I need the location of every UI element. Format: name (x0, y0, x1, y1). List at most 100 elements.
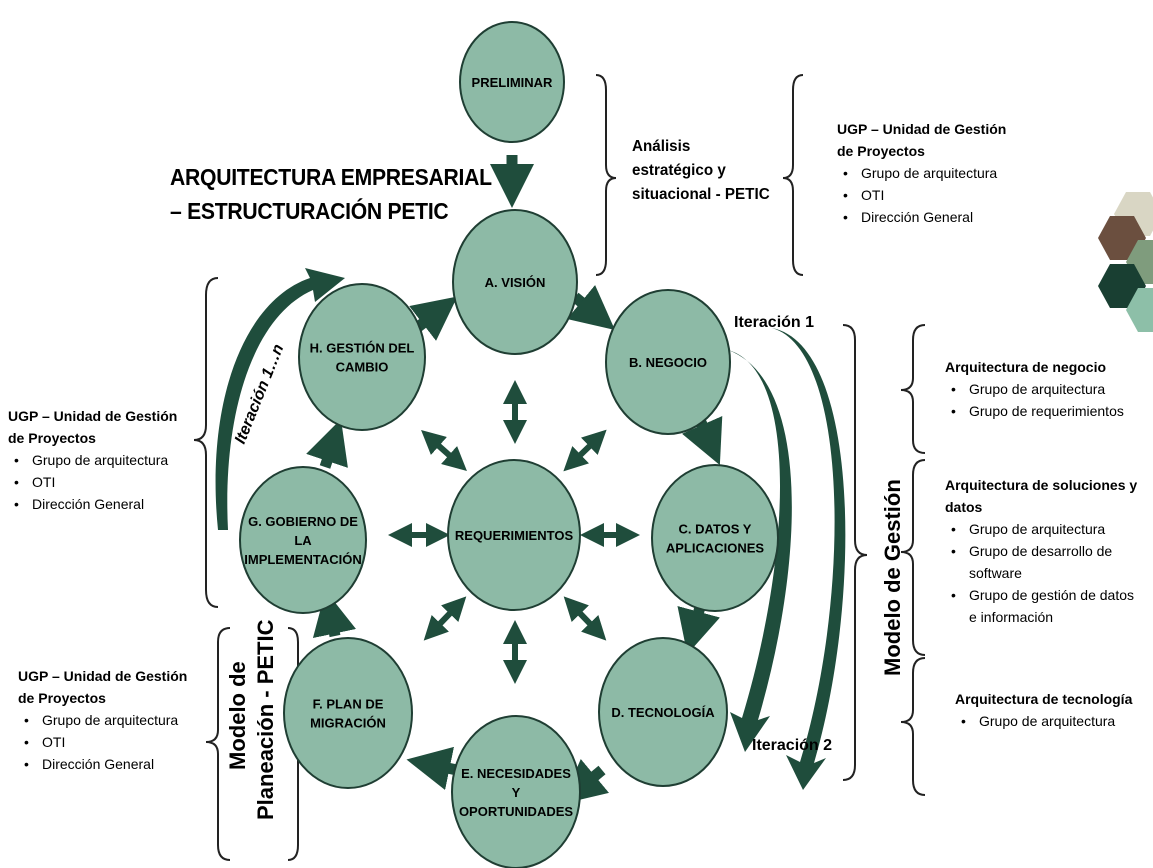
node-vision-label: A. VISIÓN (485, 275, 546, 290)
group-title: UGP – Unidad de Gestión de Proyectos (18, 665, 187, 709)
group-title-line: de Proyectos (8, 430, 96, 446)
node-gobierno: G. GOBIERNO DE LA IMPLEMENTACIÓN (239, 466, 367, 614)
arrow-gobierno-cambio (306, 419, 348, 469)
group-left: UGP – Unidad de Gestión de Proyectos Gru… (8, 405, 177, 515)
title-line-1: ARQUITECTURA EMPRESARIAL (170, 164, 492, 190)
list-item: OTI (8, 471, 177, 493)
node-preliminar: PRELIMINAR (459, 21, 565, 143)
group-title: Arquitectura de soluciones y datos (945, 474, 1137, 518)
node-gobierno-label: IMPLEMENTACIÓN (244, 552, 361, 567)
brace-soluciones (900, 459, 926, 656)
list-item: Grupo de arquitectura (18, 709, 187, 731)
node-plan-label: MIGRACIÓN (310, 716, 386, 731)
arrow-negocio-datos (682, 416, 723, 466)
group-list: Grupo de arquitectura Grupo de requerimi… (945, 378, 1124, 422)
group-negocio: Arquitectura de negocio Grupo de arquite… (945, 356, 1124, 422)
iteracion-1-arrow (728, 350, 792, 752)
group-title: UGP – Unidad de Gestión de Proyectos (837, 118, 1006, 162)
node-gobierno-label: G. GOBIERNO DE (248, 514, 358, 529)
list-item: Dirección General (837, 206, 1006, 228)
list-item: Grupo de arquitectura (945, 378, 1124, 400)
group-title-line: Arquitectura de soluciones y (945, 477, 1138, 493)
group-title: UGP – Unidad de Gestión de Proyectos (8, 405, 177, 449)
modelo-gestion-label: Modelo de Gestión (880, 479, 905, 676)
list-item: Grupo de arquitectura (945, 518, 1137, 540)
hex-mint (1126, 288, 1153, 332)
node-negocio: B. NEGOCIO (605, 289, 731, 435)
node-preliminar-circle (459, 21, 565, 143)
node-requerimientos-label: REQUERIMIENTOS (455, 528, 574, 543)
brace-negocio (900, 324, 926, 454)
list-item: Grupo de arquitectura (955, 710, 1132, 732)
group-list: Grupo de arquitectura (955, 710, 1132, 732)
group-list: Grupo de arquitectura OTI Dirección Gene… (837, 162, 1006, 228)
node-necesidades-label: Y (512, 785, 521, 800)
list-item: Dirección General (18, 753, 187, 775)
node-necesidades: E. NECESIDADES Y OPORTUNIDADES (451, 715, 581, 868)
node-requerimientos-circle (447, 459, 581, 611)
analisis-line-1: Análisis (632, 138, 691, 155)
analisis-line-3: situacional - PETIC (632, 186, 770, 203)
group-title-line: UGP – Unidad de Gestión (837, 121, 1007, 137)
group-title: Arquitectura de tecnología (955, 691, 1133, 707)
node-plan-label: F. PLAN DE (313, 697, 384, 712)
node-cambio-label: CAMBIO (336, 360, 389, 375)
group-top-right: UGP – Unidad de Gestión de Proyectos Gru… (837, 118, 1006, 228)
list-item: OTI (18, 731, 187, 753)
group-list: Grupo de arquitectura OTI Dirección Gene… (18, 709, 187, 775)
group-list: Grupo de arquitectura Grupo de desarroll… (945, 518, 1137, 628)
node-plan-circle (283, 637, 413, 789)
modelo-planeacion-line-2: Planeación - PETIC (253, 619, 278, 821)
node-datos-label: APLICACIONES (666, 541, 765, 556)
brace-left (193, 277, 219, 608)
group-bottom-left: UGP – Unidad de Gestión de Proyectos Gru… (18, 665, 187, 775)
arrow-vision-negocio (567, 285, 615, 331)
node-vision: A. VISIÓN (452, 209, 578, 355)
brace-top-right (782, 74, 804, 276)
group-title-line: de Proyectos (18, 690, 106, 706)
arrow-plan-gobierno (312, 590, 357, 639)
arrow-necesidades-plan (406, 746, 459, 791)
link-negocio (563, 429, 607, 472)
link-tecnologia (563, 596, 607, 641)
node-negocio-label: B. NEGOCIO (629, 355, 707, 370)
link-cambio (421, 430, 467, 471)
group-title-line: UGP – Unidad de Gestión (18, 668, 188, 684)
node-gobierno-label: LA (294, 533, 312, 548)
node-preliminar-label: PRELIMINAR (472, 75, 554, 90)
brace-modelo-gestion (842, 324, 868, 781)
arrow-cambio-vision (409, 296, 458, 341)
link-plan (423, 596, 467, 641)
node-vision-circle (452, 209, 578, 355)
node-requerimientos: REQUERIMIENTOS (447, 459, 581, 611)
brace-bottom-left (205, 627, 231, 861)
group-soluciones: Arquitectura de soluciones y datos Grupo… (945, 474, 1137, 628)
list-item: Grupo de gestión de datos (945, 584, 1137, 606)
iteracion-2-label: Iteración 2 (752, 737, 833, 754)
group-tecnologia: Arquitectura de tecnología Grupo de arqu… (955, 688, 1132, 732)
list-item: software (969, 565, 1022, 581)
list-item: Grupo de requerimientos (945, 400, 1124, 422)
diagram-title: ARQUITECTURA EMPRESARIAL – ESTRUCTURACIÓ… (170, 160, 492, 228)
group-title-line: de Proyectos (837, 143, 925, 159)
group-title-line: datos (945, 499, 983, 515)
brace-tecnologia (900, 657, 926, 796)
node-necesidades-label: E. NECESIDADES (461, 766, 571, 781)
list-item: Grupo de desarrollo de (945, 540, 1137, 562)
list-item: OTI (837, 184, 1006, 206)
list-item: Dirección General (8, 493, 177, 515)
list-item: e información (969, 609, 1054, 625)
node-gobierno-circle (239, 466, 367, 614)
modelo-planeacion-line-1: Modelo de (225, 661, 250, 770)
brace-analisis (595, 74, 617, 276)
iteracion-2-arrow (772, 328, 846, 790)
group-title: Arquitectura de negocio (945, 359, 1107, 375)
node-cambio-label: H. GESTIÓN DEL (310, 341, 415, 356)
nodes: PRELIMINAR A. VISIÓN B. NEGOCIO C. DATOS YA… (239, 21, 779, 868)
node-necesidades-label: OPORTUNIDADES (459, 804, 573, 819)
node-tecnologia-circle (598, 637, 728, 787)
process-arrows (306, 155, 723, 805)
group-title-line: UGP – Unidad de Gestión (8, 408, 178, 424)
